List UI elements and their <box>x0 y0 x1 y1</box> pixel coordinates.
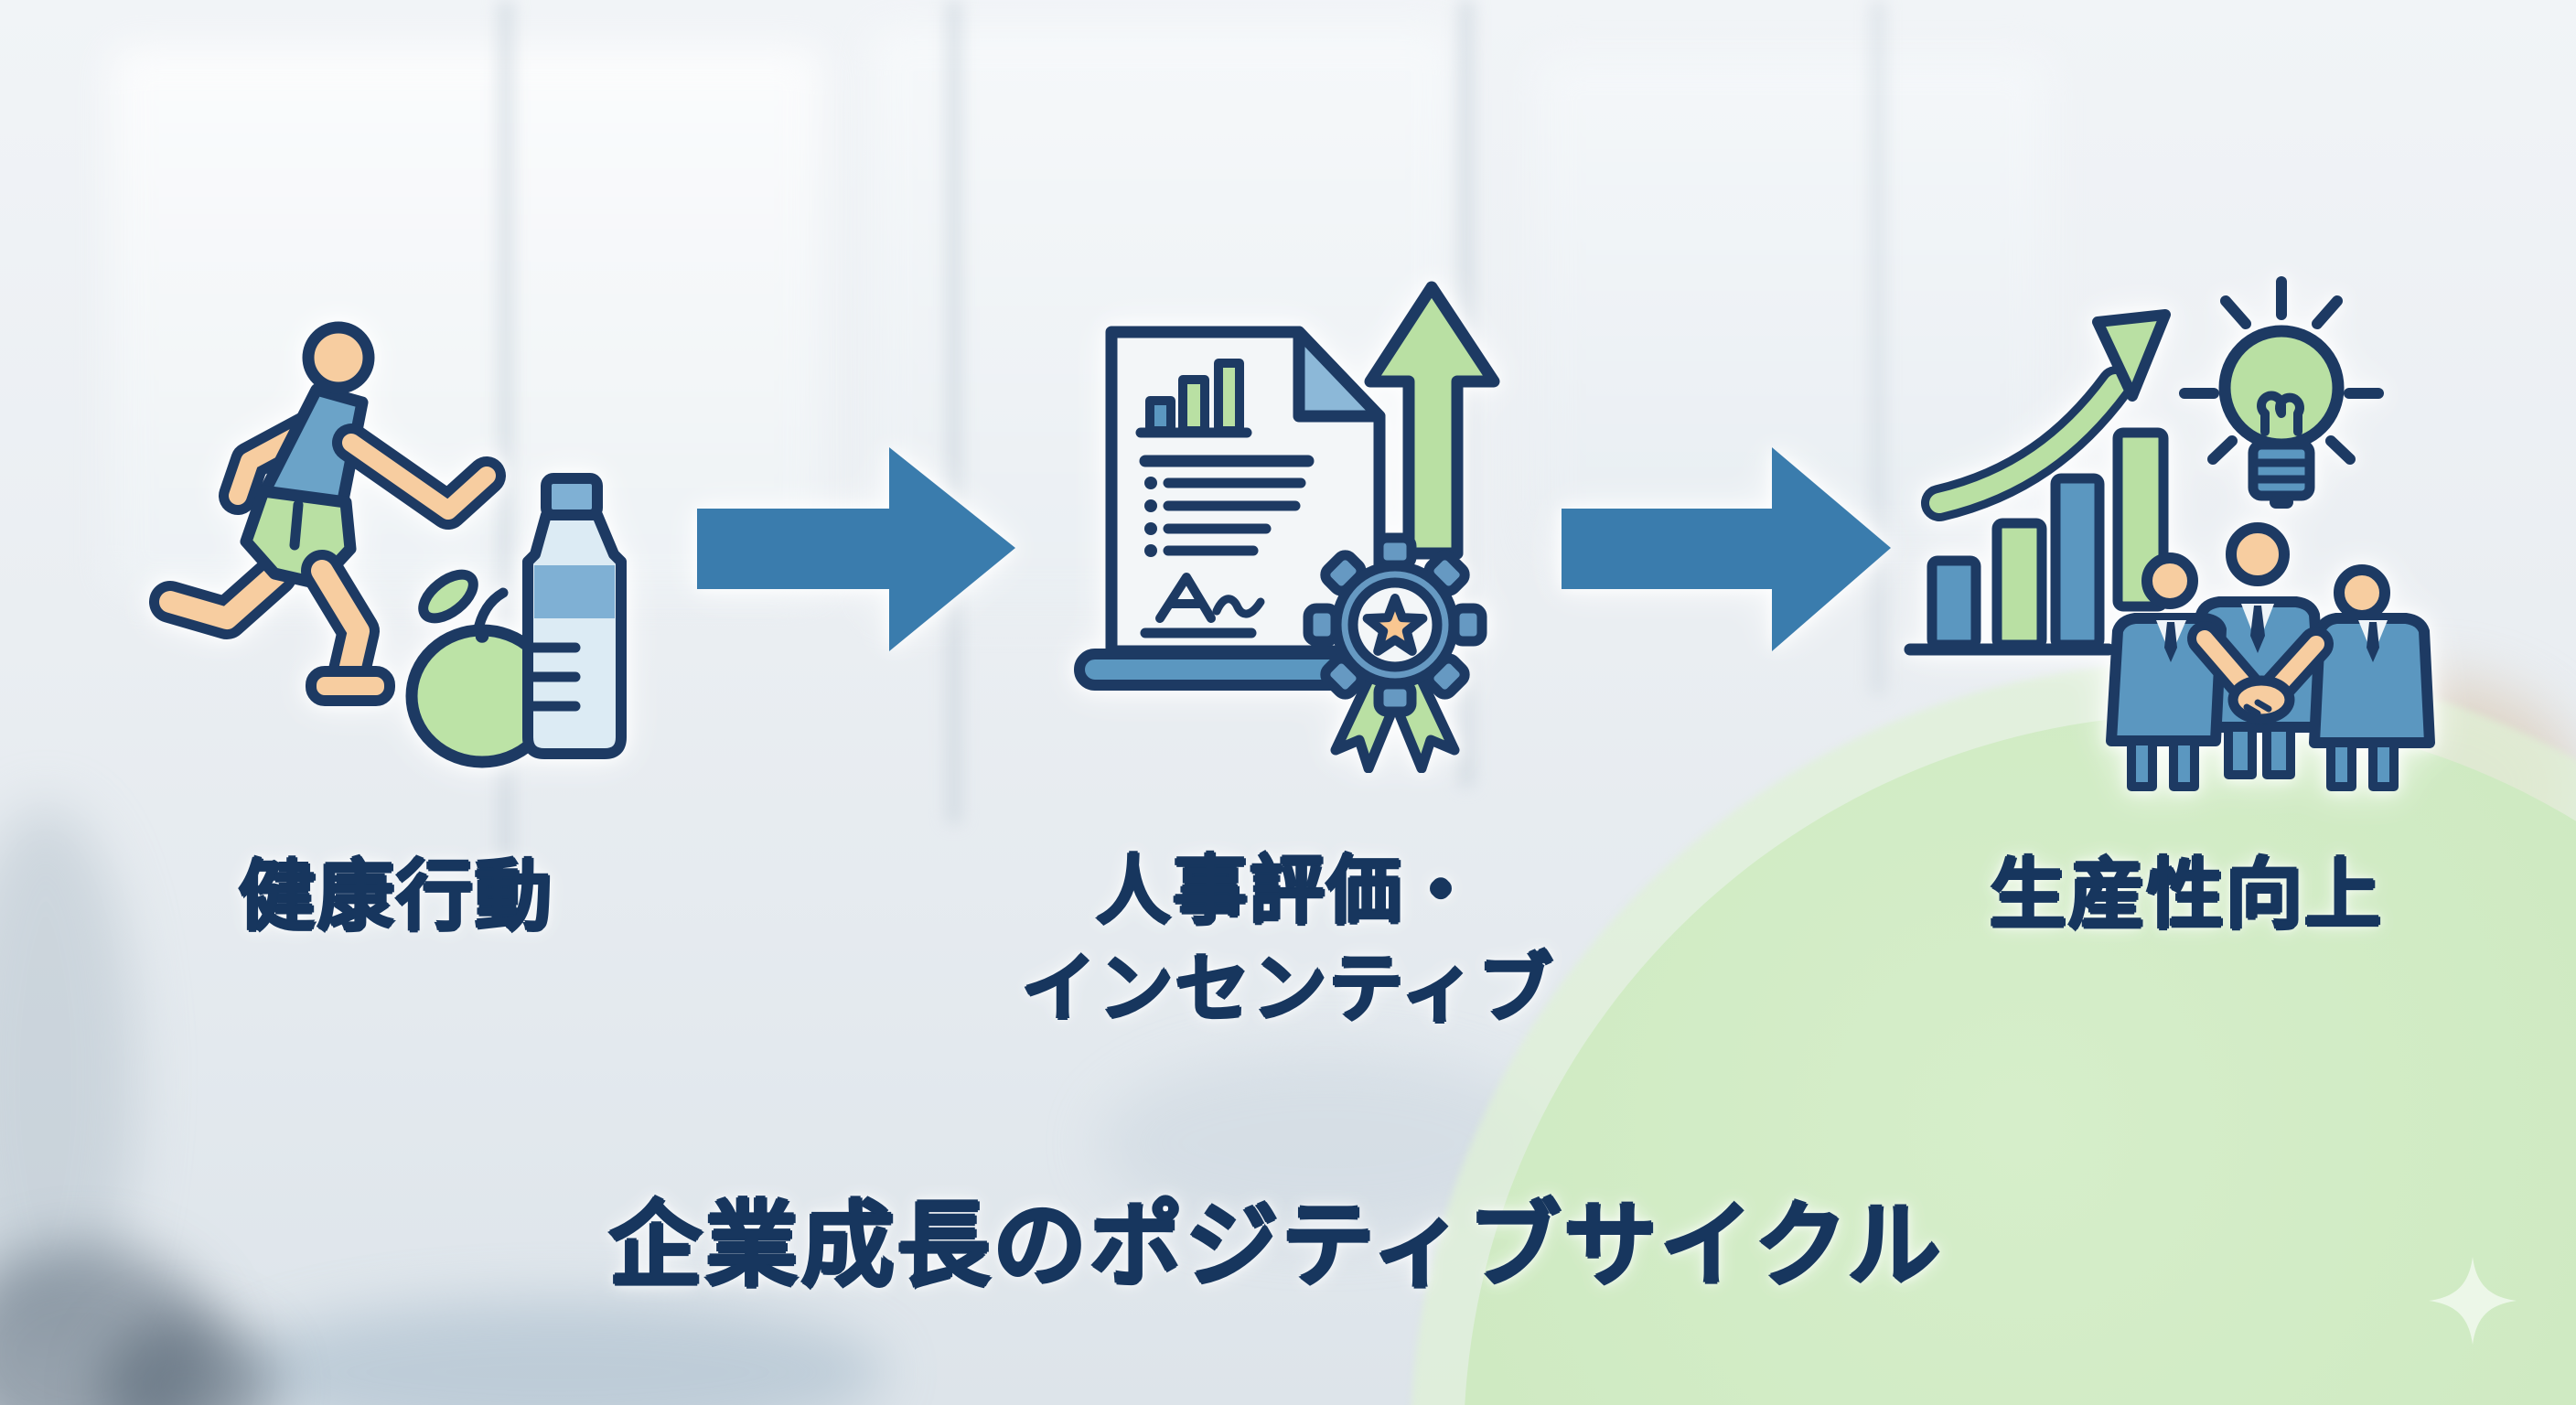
window-mullion <box>947 0 961 823</box>
evaluation-document-award-icon <box>1074 281 1500 773</box>
bulb-rays <box>2179 276 2384 465</box>
apple-icon <box>405 569 559 768</box>
document-icon <box>1074 326 1423 691</box>
sparkle-icon <box>2429 1257 2517 1345</box>
runner-apple-water-icon <box>149 321 627 768</box>
window-mullion <box>1871 0 1885 695</box>
step-2-label: 人事評価・ インセンティブ <box>968 843 1608 1038</box>
blurred-shape <box>229 1299 887 1405</box>
cycle-title: 企業成長のポジティブサイクル <box>608 1194 1944 1298</box>
award-gear-icon <box>1303 532 1487 773</box>
document-text-lines <box>1139 455 1315 557</box>
mini-bar-chart-icon <box>1135 359 1252 438</box>
window-mullion <box>1459 0 1474 787</box>
lightbulb-icon <box>2179 276 2384 509</box>
signature-icon <box>1140 573 1265 638</box>
water-bottle-icon <box>522 473 627 759</box>
step-2-label-line-2: インセンティブ <box>1021 947 1555 1031</box>
step-2-label-line-1: 人事評価・ <box>1095 850 1480 933</box>
team-handshake-icon <box>2106 522 2435 791</box>
runner-icon <box>149 321 506 706</box>
growth-arrow-icon <box>1921 309 2171 521</box>
step-1-label: 健康行動 <box>238 853 553 939</box>
right-arrow-icon <box>1562 447 1891 651</box>
star-icon <box>1362 594 1428 656</box>
step-3-label: 生産性向上 <box>1989 852 2383 938</box>
right-arrow-icon <box>697 447 1015 651</box>
growth-chart-idea-team-icon <box>1904 276 2435 791</box>
up-arrow-icon <box>1364 281 1500 560</box>
